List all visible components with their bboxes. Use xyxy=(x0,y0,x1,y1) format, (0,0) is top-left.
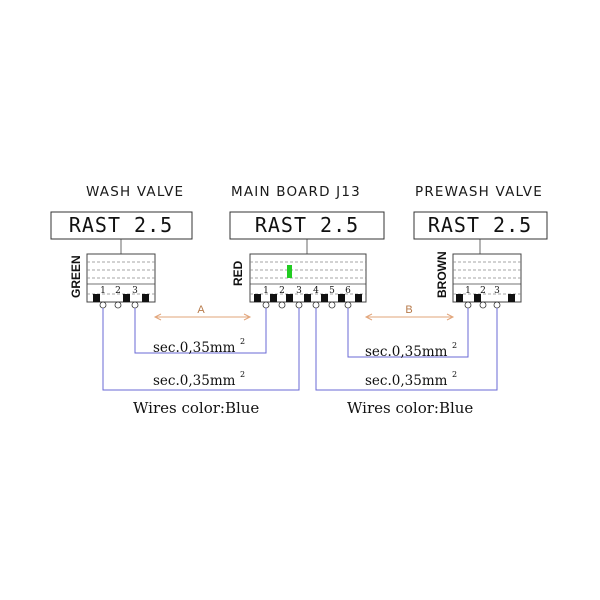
prewash-rast-box: RAST 2.5 xyxy=(413,211,548,254)
wash-pin-2: 2 xyxy=(115,286,121,296)
dimension-b-label: B xyxy=(405,304,412,316)
right-top-section-sup: 2 xyxy=(452,341,457,350)
wire-right-top xyxy=(347,308,469,358)
main-board-title: MAIN BOARD J13 xyxy=(231,184,361,200)
right-bottom-section-label: sec.0,35mm xyxy=(365,373,448,389)
main-rast-label: RAST 2.5 xyxy=(255,213,359,237)
left-top-section-sup: 2 xyxy=(240,337,245,346)
prewash-pin-2: 2 xyxy=(480,286,486,296)
prewash-pin-3: 3 xyxy=(494,286,500,296)
main-connector: 1 2 3 4 5 6 xyxy=(249,253,367,309)
main-pin-5: 5 xyxy=(329,286,335,296)
prewash-connector: 1 2 3 xyxy=(452,253,522,309)
prewash-color-label: BROWN xyxy=(435,251,449,298)
left-top-section-label: sec.0,35mm xyxy=(153,340,236,356)
dimension-b: B xyxy=(364,304,455,321)
wash-color-label: GREEN xyxy=(69,255,83,298)
wire-left-top xyxy=(134,308,267,354)
wash-pin-1: 1 xyxy=(100,286,106,296)
prewash-rast-label: RAST 2.5 xyxy=(428,213,532,237)
right-top-section-label: sec.0,35mm xyxy=(365,344,448,360)
main-pin-2: 2 xyxy=(279,286,285,296)
left-bottom-section-sup: 2 xyxy=(240,370,245,379)
prewash-pin-1: 1 xyxy=(465,286,471,296)
main-pin-1: 1 xyxy=(263,286,269,296)
wire-left-bottom xyxy=(102,308,300,391)
wash-valve-title: WASH VALVE xyxy=(86,184,184,200)
wash-rast-box: RAST 2.5 xyxy=(50,211,193,254)
main-pin-6: 6 xyxy=(345,286,351,296)
wash-connector: 1 2 3 xyxy=(86,253,156,309)
wire-right-bottom xyxy=(315,308,498,391)
left-wire-color-note: Wires color:Blue xyxy=(133,399,259,417)
main-rast-box: RAST 2.5 xyxy=(229,211,385,254)
main-pin-3: 3 xyxy=(296,286,302,296)
dimension-a-label: A xyxy=(197,304,205,316)
main-color-label: RED xyxy=(231,260,245,286)
wash-pin-3: 3 xyxy=(132,286,138,296)
left-bottom-section-label: sec.0,35mm xyxy=(153,373,236,389)
dimension-a: A xyxy=(153,304,252,321)
main-pin-4: 4 xyxy=(313,286,319,296)
prewash-valve-title: PREWASH VALVE xyxy=(415,184,543,200)
wash-rast-label: RAST 2.5 xyxy=(69,213,173,237)
main-key-marker xyxy=(287,265,292,278)
right-wire-color-note: Wires color:Blue xyxy=(347,399,473,417)
right-bottom-section-sup: 2 xyxy=(452,370,457,379)
